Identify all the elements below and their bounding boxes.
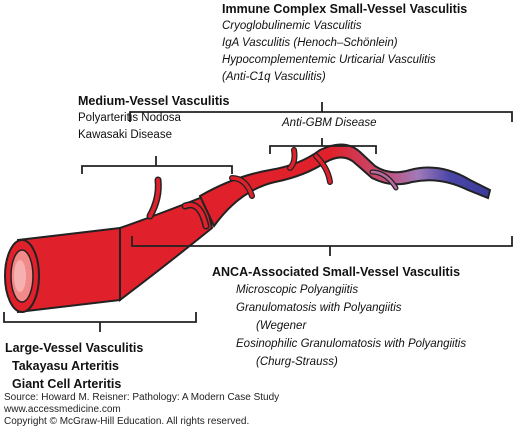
anca-item-3: (Wegener xyxy=(256,320,307,332)
medium-item-1: Polyarteritis Nodosa xyxy=(78,112,181,124)
anca-title: ANCA-Associated Small-Vessel Vasculitis xyxy=(212,265,461,279)
immune-item-2: IgA Vasculitis (Henoch–Schönlein) xyxy=(222,37,398,49)
anca-item-1: Microscopic Polyangiitis xyxy=(236,284,359,296)
main-vessel xyxy=(198,143,492,228)
source-line-3: Copyright © McGraw-Hill Education. All r… xyxy=(4,416,250,427)
vessel-branches xyxy=(146,147,399,230)
brackets xyxy=(3,102,513,332)
large-title: Large-Vessel Vasculitis xyxy=(5,341,144,355)
immune-item-1: Cryoglobulinemic Vasculitis xyxy=(222,20,362,32)
large-item-1: Takayasu Arteritis xyxy=(12,359,119,373)
immune-title: Immune Complex Small-Vessel Vasculitis xyxy=(222,2,468,16)
anca-item-4: Eosinophilic Granulomatosis with Polyang… xyxy=(236,338,467,350)
immune-item-4: (Anti-C1q Vasculitis) xyxy=(222,71,326,83)
anti-gbm-label: Anti-GBM Disease xyxy=(282,117,377,129)
large-item-2: Giant Cell Arteritis xyxy=(12,377,122,391)
source-line-2: www.accessmedicine.com xyxy=(4,404,121,415)
large-vessel xyxy=(4,194,214,314)
immune-item-3: Hypocomplementemic Urticarial Vasculitis xyxy=(222,54,436,66)
anca-item-5: (Churg-Strauss) xyxy=(256,356,338,368)
medium-item-2: Kawasaki Disease xyxy=(78,129,172,141)
source-line-1: Source: Howard M. Reisner: Pathology: A … xyxy=(4,392,280,403)
anca-item-2: Granulomatosis with Polyangiitis xyxy=(236,302,402,314)
medium-title: Medium-Vessel Vasculitis xyxy=(78,94,230,108)
